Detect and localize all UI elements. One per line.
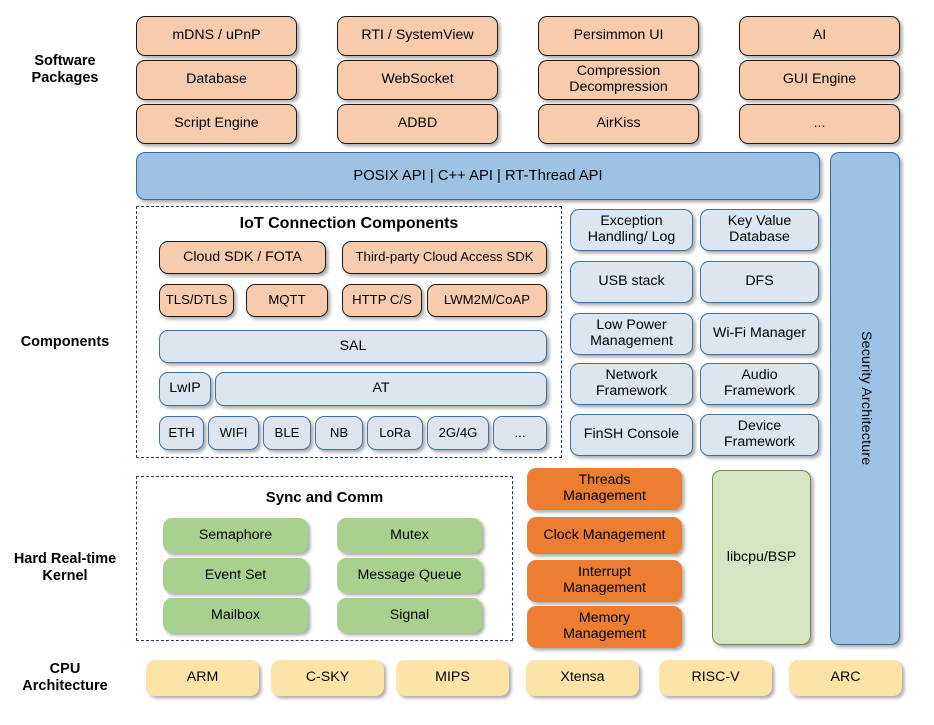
kernel-mgmt-box[interactable]: Interrupt Management	[527, 560, 682, 602]
cpu-arch-box[interactable]: RISC-V	[659, 660, 772, 696]
sync-box[interactable]: Mutex	[337, 518, 482, 553]
iot-box[interactable]: AT	[215, 372, 547, 406]
package-box[interactable]: Compression Decompression	[538, 60, 699, 100]
api-bar[interactable]: POSIX API | C++ API | RT-Thread API	[136, 152, 820, 200]
sync-comm-title: Sync and Comm	[265, 489, 384, 506]
iot-box[interactable]: 2G/4G	[427, 416, 489, 450]
kernel-mgmt-box[interactable]: Memory Management	[527, 606, 682, 648]
iot-box[interactable]: TLS/DTLS	[159, 284, 234, 317]
row-label-cpu: CPU Architecture	[22, 660, 108, 694]
package-box[interactable]: AirKiss	[538, 104, 699, 144]
iot-box[interactable]: NB	[315, 416, 363, 450]
iot-sal-box[interactable]: SAL	[159, 330, 547, 363]
row-label-components: Components	[20, 334, 110, 351]
component-box[interactable]: Device Framework	[700, 414, 819, 456]
package-box[interactable]: ADBD	[337, 104, 498, 144]
iot-box[interactable]: LoRa	[367, 416, 423, 450]
component-box[interactable]: Exception Handling/ Log	[570, 209, 693, 251]
package-box[interactable]: Script Engine	[136, 104, 297, 144]
sync-box[interactable]: Event Set	[163, 558, 308, 593]
row-label-software-packages: Software Packages	[31, 52, 99, 86]
kernel-mgmt-box[interactable]: Threads Management	[527, 468, 682, 510]
package-box[interactable]: GUI Engine	[739, 60, 900, 100]
security-architecture-bar[interactable]: Security Architecture	[830, 152, 900, 645]
sync-box[interactable]: Signal	[337, 598, 482, 633]
component-box[interactable]: USB stack	[570, 261, 693, 303]
package-box[interactable]: ...	[739, 104, 900, 144]
cpu-arch-box[interactable]: C-SKY	[271, 660, 384, 696]
component-box[interactable]: Network Framework	[570, 363, 693, 405]
sync-comm-group	[136, 476, 513, 641]
component-box[interactable]: Audio Framework	[700, 363, 819, 405]
kernel-mgmt-box[interactable]: Clock Management	[527, 517, 682, 554]
package-box[interactable]: WebSocket	[337, 60, 498, 100]
iot-box[interactable]: LwIP	[159, 372, 211, 406]
component-box[interactable]: Low Power Management	[570, 313, 693, 355]
row-label-kernel: Hard Real-time Kernel	[13, 550, 117, 584]
component-box[interactable]: Key Value Database	[700, 209, 819, 251]
package-box[interactable]: Persimmon UI	[538, 16, 699, 56]
cpu-arch-box[interactable]: Xtensa	[526, 660, 639, 696]
iot-box[interactable]: MQTT	[246, 284, 328, 317]
package-box[interactable]: mDNS / uPnP	[136, 16, 297, 56]
package-box[interactable]: AI	[739, 16, 900, 56]
sync-box[interactable]: Message Queue	[337, 558, 482, 593]
package-box[interactable]: Database	[136, 60, 297, 100]
iot-group-title: IoT Connection Components	[239, 215, 459, 232]
iot-box[interactable]: BLE	[263, 416, 311, 450]
libcpu-bsp-box[interactable]: libcpu/BSP	[712, 470, 811, 645]
sync-box[interactable]: Mailbox	[163, 598, 308, 633]
iot-box[interactable]: LWM2M/CoAP	[427, 284, 547, 317]
iot-box[interactable]: Cloud SDK / FOTA	[159, 241, 326, 274]
cpu-arch-box[interactable]: ARM	[146, 660, 259, 696]
iot-box[interactable]: HTTP C/S	[342, 284, 422, 317]
iot-box[interactable]: WIFI	[208, 416, 259, 450]
cpu-arch-box[interactable]: ARC	[789, 660, 902, 696]
iot-connection-group	[136, 206, 562, 458]
component-box[interactable]: FinSH Console	[570, 414, 693, 456]
cpu-arch-box[interactable]: MIPS	[396, 660, 509, 696]
component-box[interactable]: Wi-Fi Manager	[700, 313, 819, 355]
security-architecture-label: Security Architecture	[857, 331, 874, 466]
iot-box[interactable]: ...	[493, 416, 547, 450]
component-box[interactable]: DFS	[700, 261, 819, 303]
iot-box[interactable]: Third-party Cloud Access SDK	[342, 241, 547, 274]
iot-box[interactable]: ETH	[159, 416, 204, 450]
package-box[interactable]: RTI / SystemView	[337, 16, 498, 56]
sync-box[interactable]: Semaphore	[163, 518, 308, 553]
